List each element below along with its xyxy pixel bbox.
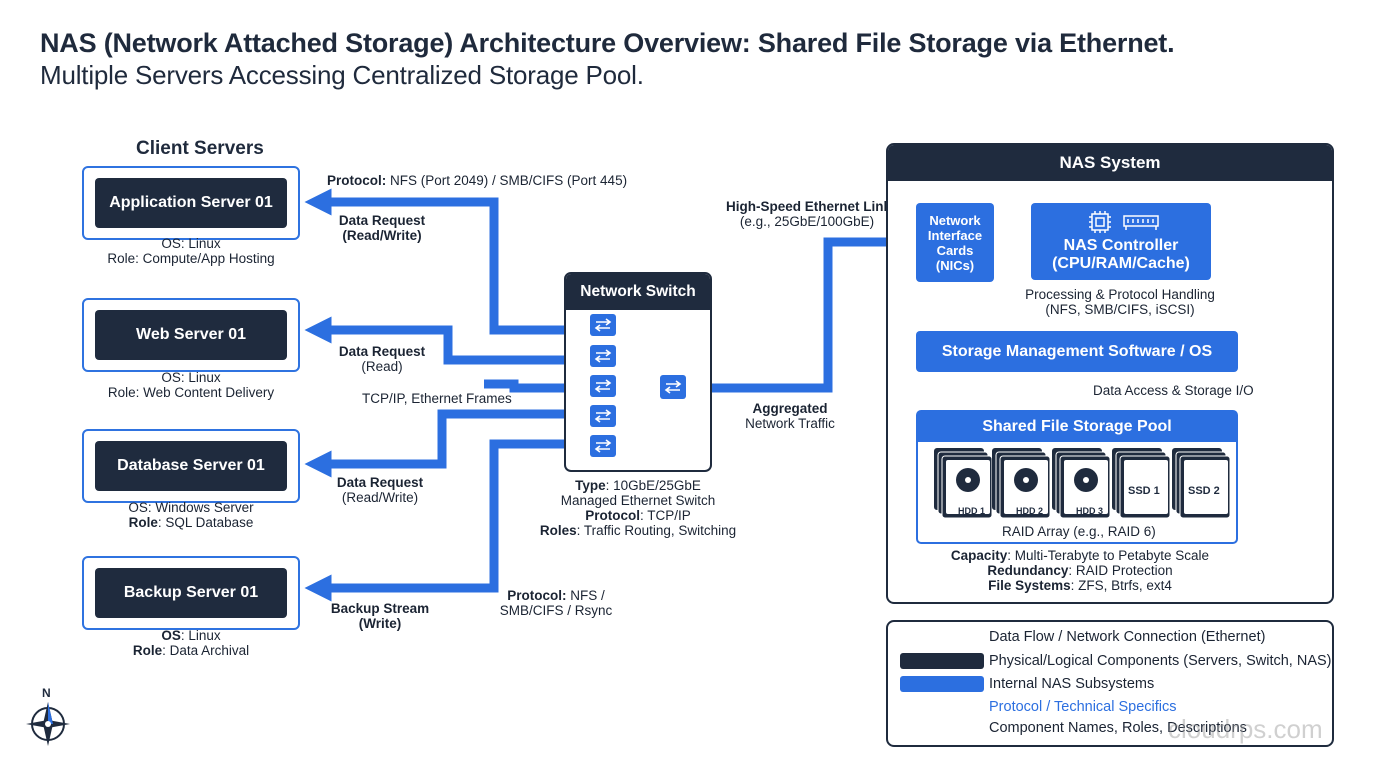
nas-caption: Capacity: Multi-Terabyte to Petabyte Sca… bbox=[950, 548, 1210, 593]
backup-server[interactable]: Backup Server 01 bbox=[82, 556, 300, 630]
high-speed-link-label: High-Speed Ethernet Link(e.g., 25GbE/100… bbox=[726, 199, 892, 229]
legend-physical: Physical/Logical Components (Servers, Sw… bbox=[989, 653, 1332, 669]
page-title: NAS (Network Attached Storage) Architect… bbox=[40, 28, 1175, 58]
web-server-caption: OS: Linux Role: Web Content Delivery bbox=[107, 370, 275, 400]
switch-port-icon bbox=[590, 405, 616, 427]
ssd-1-label: SSD 1 bbox=[1128, 485, 1160, 497]
application-server-caption: OS: Linux Role: Compute/App Hosting bbox=[107, 236, 275, 266]
hdd-1-label: HDD 1 bbox=[958, 506, 986, 516]
link-db-server bbox=[304, 409, 580, 478]
drive-stack bbox=[934, 448, 1230, 519]
web-request-label: Data Request(Read) bbox=[338, 344, 426, 374]
app-protocol-label: Protocol: NFS (Port 2049) / SMB/CIFS (Po… bbox=[327, 173, 628, 188]
link-tcp-ip bbox=[484, 379, 580, 393]
database-server[interactable]: Database Server 01 bbox=[82, 429, 300, 503]
nas-controller-box[interactable]: NAS Controller (CPU/RAM/Cache) bbox=[1031, 203, 1211, 280]
legend-protocol: Protocol / Technical Specifics bbox=[989, 699, 1177, 715]
switch-port-icon bbox=[590, 345, 616, 367]
cpu-ram-icon bbox=[1089, 210, 1159, 233]
ssd-2-label: SSD 2 bbox=[1188, 485, 1220, 497]
hdd-3-label: HDD 3 bbox=[1076, 506, 1104, 516]
legend-internal-swatch bbox=[900, 676, 984, 692]
link-switch-nas bbox=[682, 228, 919, 402]
switch-port-icon bbox=[590, 435, 616, 457]
application-server-name: Application Server 01 bbox=[95, 178, 287, 228]
switch-caption: Type: 10GbE/25GbE Managed Ethernet Switc… bbox=[539, 478, 737, 538]
web-server[interactable]: Web Server 01 bbox=[82, 298, 300, 372]
processing-caption: Processing & Protocol Handling (NFS, SMB… bbox=[1025, 287, 1215, 317]
legend-physical-swatch bbox=[900, 653, 984, 669]
switch-port-icon bbox=[590, 375, 616, 397]
hdd-1-icon bbox=[934, 448, 993, 519]
compass-icon bbox=[26, 702, 70, 746]
database-server-caption: OS: Windows Server Role: SQL Database bbox=[128, 500, 254, 530]
backup-server-name: Backup Server 01 bbox=[95, 568, 287, 618]
legend-flow: Data Flow / Network Connection (Ethernet… bbox=[989, 629, 1266, 645]
database-server-name: Database Server 01 bbox=[95, 441, 287, 491]
hdd-2-label: HDD 2 bbox=[1016, 506, 1044, 516]
ssd-2-icon bbox=[1172, 448, 1230, 519]
db-request-label: Data Request(Read/Write) bbox=[336, 475, 424, 505]
app-request-label: Data Request(Read/Write) bbox=[338, 213, 426, 243]
web-server-name: Web Server 01 bbox=[95, 310, 287, 360]
compass-label: N bbox=[42, 686, 51, 700]
hdd-2-icon bbox=[992, 448, 1051, 519]
link-backup-server bbox=[304, 439, 580, 602]
storage-pool-title: Shared File Storage Pool bbox=[918, 412, 1236, 442]
network-switch[interactable]: Network Switch bbox=[564, 272, 712, 472]
storage-management-box[interactable]: Storage Management Software / OS bbox=[916, 331, 1238, 372]
nas-system-title: NAS System bbox=[888, 145, 1332, 181]
switch-uplink-icon bbox=[660, 375, 686, 399]
switch-ports bbox=[590, 314, 686, 457]
hdd-3-icon bbox=[1052, 448, 1111, 519]
network-switch-title: Network Switch bbox=[566, 274, 710, 310]
watermark: cloudrps.com bbox=[1168, 714, 1323, 744]
backup-stream-label: Backup Stream(Write) bbox=[330, 601, 430, 631]
backup-server-caption: OS: Linux Role: Data Archival bbox=[132, 628, 250, 658]
ssd-1-icon bbox=[1112, 448, 1171, 519]
page-subtitle: Multiple Servers Accessing Centralized S… bbox=[40, 60, 644, 90]
switch-port-icon bbox=[590, 314, 616, 336]
legend-internal: Internal NAS Subsystems bbox=[989, 676, 1155, 692]
raid-label: RAID Array (e.g., RAID 6) bbox=[1002, 524, 1156, 539]
legend-names: Component Names, Roles, Descriptions bbox=[989, 720, 1247, 736]
tcp-frames-label: TCP/IP, Ethernet Frames bbox=[362, 391, 512, 406]
data-access-label: Data Access & Storage I/O bbox=[1093, 383, 1254, 398]
application-server[interactable]: Application Server 01 bbox=[82, 166, 300, 240]
backup-protocol-label: Protocol: NFS /SMB/CIFS / Rsync bbox=[499, 588, 613, 618]
client-servers-label: Client Servers bbox=[136, 138, 264, 159]
link-app-server bbox=[304, 188, 580, 335]
link-web-server bbox=[304, 316, 580, 365]
